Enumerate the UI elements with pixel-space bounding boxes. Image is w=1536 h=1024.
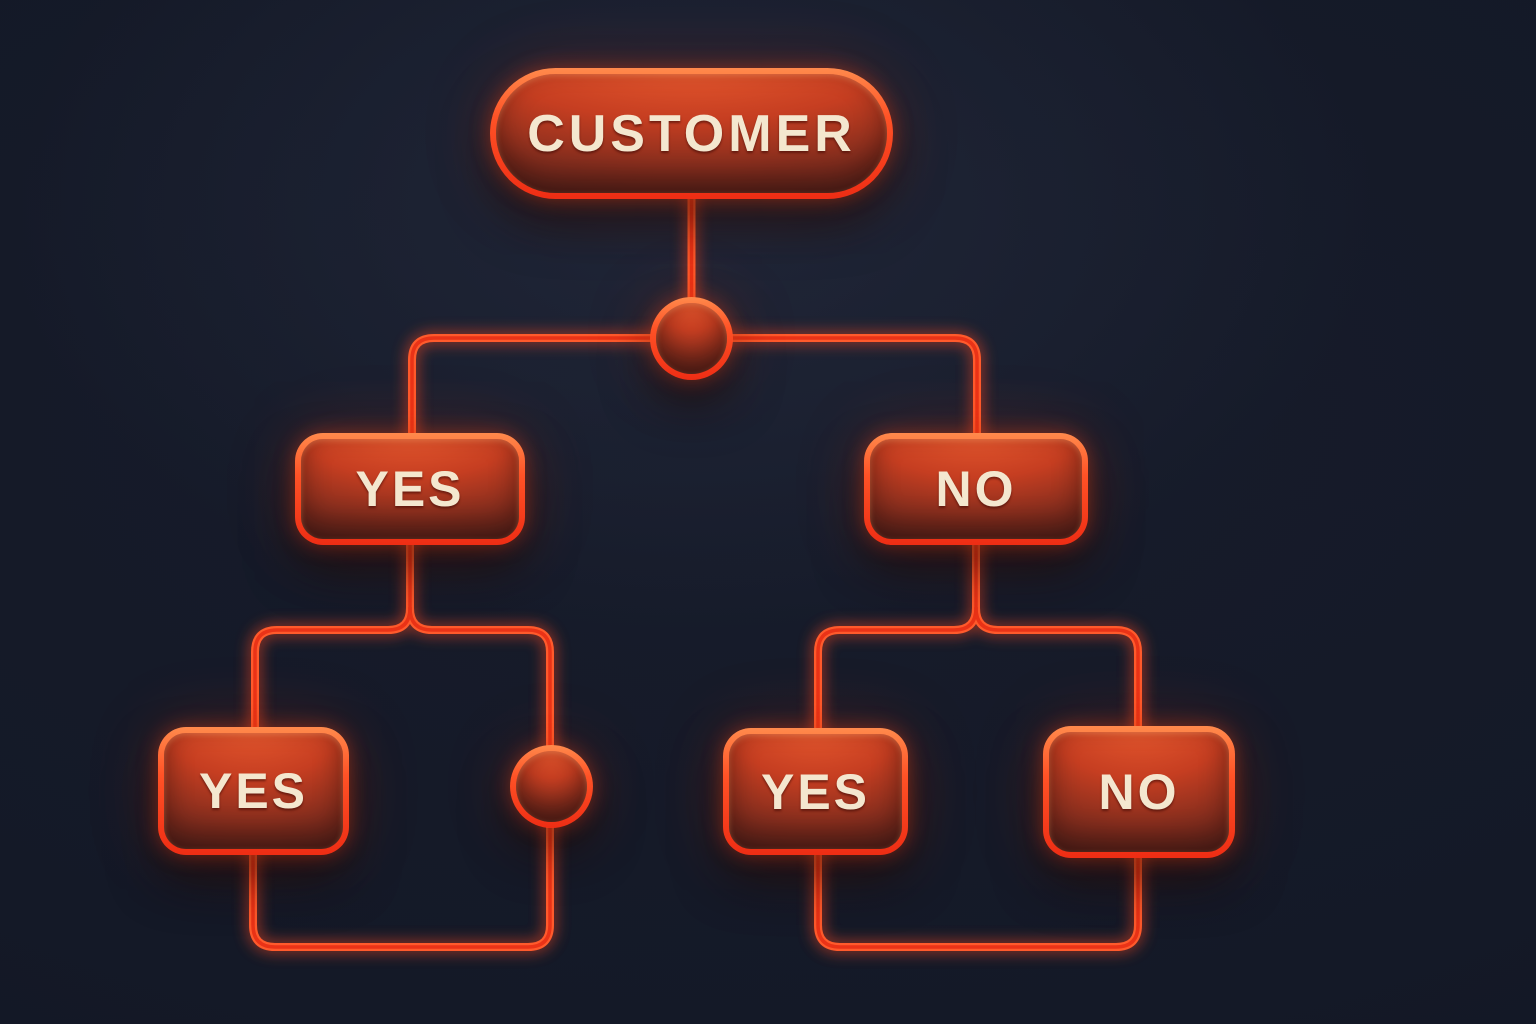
no-leaf-node-right-surface: NO (1049, 732, 1229, 852)
no-leaf-node-right-label: NO (1098, 764, 1180, 820)
no-branch-node-surface: NO (870, 439, 1082, 539)
customer-node: CUSTOMER (490, 68, 893, 199)
edge-dot-to-no-branch (692, 338, 978, 440)
yes-branch-node-surface: YES (301, 439, 519, 539)
no-branch-node: NO (864, 433, 1088, 545)
branch-connector-dot-top (650, 297, 733, 380)
edge-no-branch-to-yes-leaf (818, 608, 976, 734)
edge-loop-right-bottom (818, 849, 1138, 947)
yes-leaf-node-mid-label: YES (760, 763, 871, 820)
branch-connector-dot-left (510, 745, 593, 828)
branch-connector-dot-top-surface (656, 303, 727, 374)
customer-node-label: CUSTOMER (527, 104, 856, 163)
edge-yes-branch-to-yes-leaf (255, 608, 410, 733)
yes-leaf-node-left-surface: YES (164, 733, 343, 849)
yes-branch-node-label: YES (355, 461, 465, 517)
edge-dot-to-yes-branch (412, 338, 692, 440)
yes-leaf-node-left: YES (158, 727, 349, 855)
customer-node-surface: CUSTOMER (496, 74, 887, 193)
no-branch-node-label: NO (935, 461, 1017, 517)
no-leaf-node-right: NO (1043, 726, 1235, 858)
yes-leaf-node-mid: YES (723, 728, 908, 855)
yes-branch-node: YES (295, 433, 525, 545)
edge-no-branch-to-no-leaf (976, 608, 1138, 732)
branch-connector-dot-left-surface (516, 751, 587, 822)
yes-leaf-node-left-label: YES (198, 763, 309, 819)
yes-leaf-node-mid-surface: YES (729, 734, 902, 849)
